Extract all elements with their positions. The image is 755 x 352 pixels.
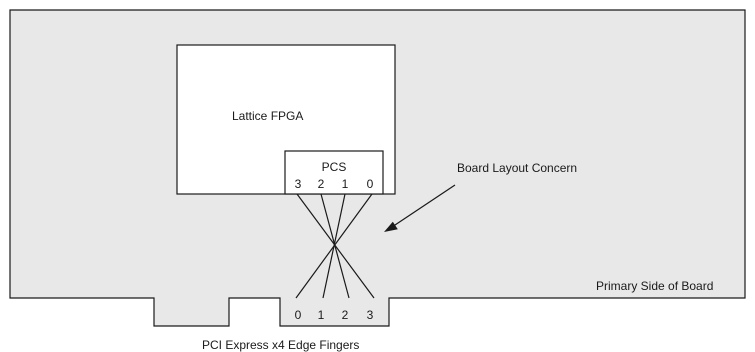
pcs-block	[284, 150, 384, 195]
concern-arrowhead	[384, 221, 398, 232]
edge-lane-3: 3	[367, 308, 374, 322]
pcs-lane-2: 2	[318, 177, 325, 191]
trace-lane-2	[320, 193, 350, 299]
concern-arrow-line	[391, 184, 456, 228]
edge-lane-0: 0	[295, 308, 302, 322]
pcs-label: PCS	[322, 160, 347, 174]
trace-lane-0	[295, 193, 373, 299]
pcs-lane-3: 3	[295, 177, 302, 191]
board-side-label: Primary Side of Board	[596, 279, 713, 293]
edge-lane-2: 2	[342, 308, 349, 322]
edge-lane-1: 1	[318, 308, 325, 322]
fpga-label: Lattice FPGA	[232, 109, 303, 123]
edge-fingers-label: PCI Express x4 Edge Fingers	[202, 338, 359, 352]
pcs-lane-1: 1	[342, 177, 349, 191]
concern-label: Board Layout Concern	[457, 161, 577, 175]
pcs-lane-0: 0	[367, 177, 374, 191]
